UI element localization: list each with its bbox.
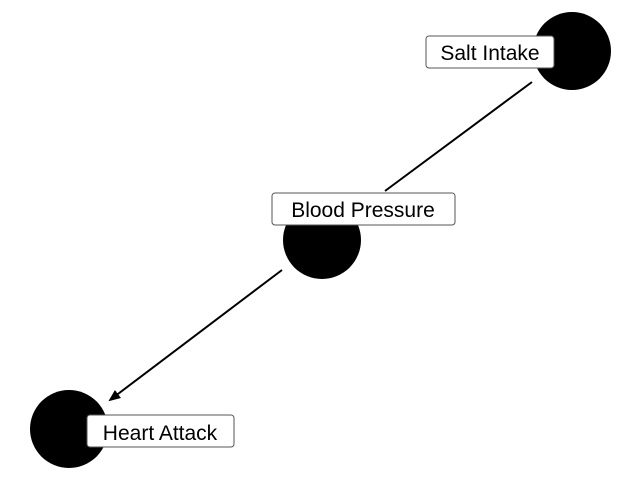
node-salt-intake-circle	[533, 12, 611, 90]
node-heart-attack-circle	[30, 390, 108, 468]
node-blood-pressure-label: Blood Pressure	[291, 199, 435, 222]
node-heart-attack-label-box	[86, 414, 235, 448]
node-salt-intake[interactable]: Salt Intake	[425, 12, 611, 90]
node-heart-attack[interactable]: Heart Attack	[30, 390, 235, 468]
edge-blood-pressure-heart-attack	[108, 269, 283, 402]
node-blood-pressure[interactable]: Blood Pressure	[271, 192, 456, 279]
node-heart-attack-label: Heart Attack	[103, 422, 218, 445]
node-salt-intake-label-box	[425, 35, 555, 69]
node-blood-pressure-label-box	[271, 192, 456, 226]
edge-salt-intake-blood-pressure	[384, 81, 533, 192]
node-salt-intake-label: Salt Intake	[440, 42, 539, 65]
